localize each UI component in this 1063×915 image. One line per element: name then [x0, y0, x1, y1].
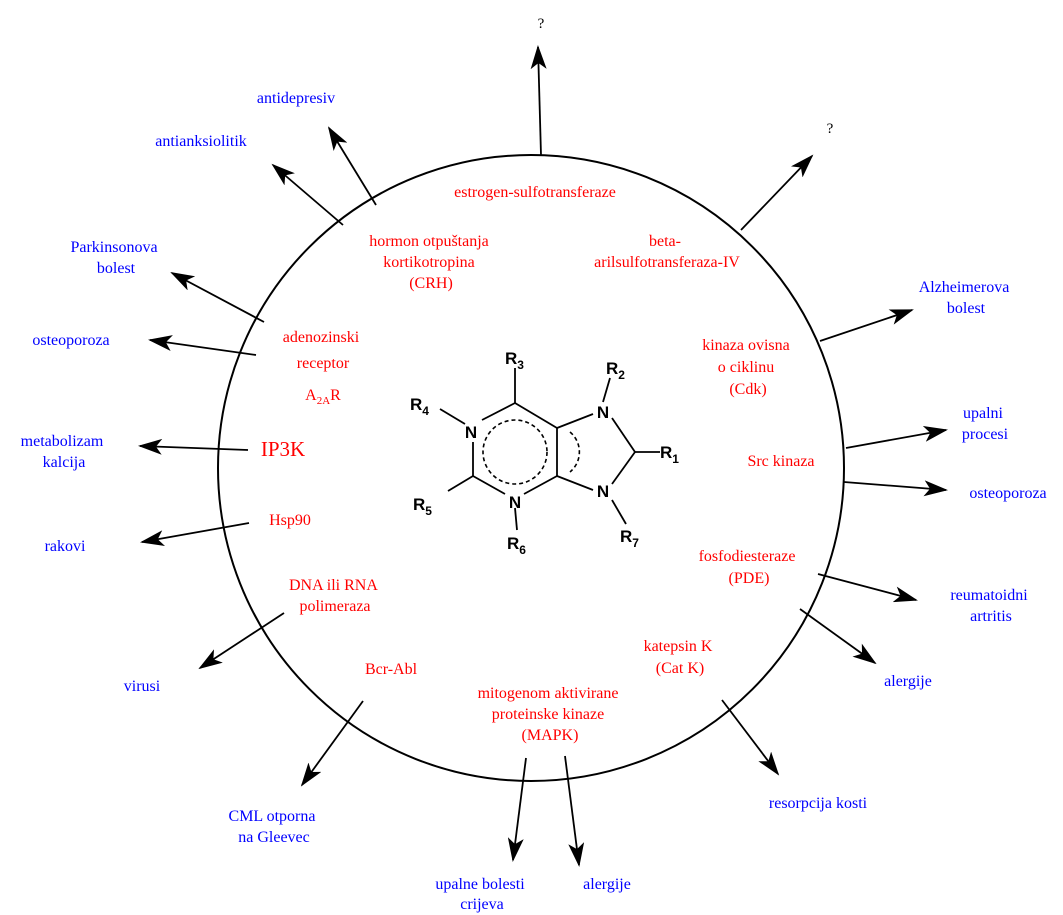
central-circle [217, 154, 845, 782]
target-beta-arylsulfotransferase: beta- arilsulfotransferaza-IV [594, 233, 740, 271]
target-ip3k: IP3K [261, 437, 305, 461]
arrow-anxiolytic [271, 163, 344, 226]
substituent-r5: R5 [413, 495, 432, 518]
target-crh: hormon otpuštanja kortikotropina (CRH) [369, 233, 493, 292]
bond-c3a-c7a [514, 402, 558, 429]
target-bcr-abl: Bcr-Abl [365, 661, 418, 678]
arrow-top [530, 45, 547, 156]
bond-r6 [514, 507, 518, 531]
arrow-bone-resorption [721, 699, 780, 776]
bond-r2 [602, 377, 611, 403]
effect-allergies-right: alergije [884, 673, 932, 690]
target-polymerase: DNA ili RNA polimeraza [289, 577, 381, 615]
target-mapk: mitogenom aktivirane proteinske kinaze (… [478, 685, 623, 744]
effect-alzheimer: Alzheimerova bolest [919, 279, 1014, 317]
effect-parkinson: Parkinsonova bolest [70, 239, 161, 277]
effect-viruses: virusi [124, 678, 161, 695]
target-estrogen-sulfotransferase: estrogen-sulfotransferaze [454, 184, 616, 201]
effect-calcium-metabolism: metabolizam kalcija [21, 433, 108, 471]
bond-c3b-n6 [523, 475, 558, 495]
substituent-r6: R6 [507, 534, 526, 557]
arrow-parkinson [170, 272, 265, 323]
bond-n2-c1 [611, 417, 636, 453]
unknown-top-right-label: ? [827, 121, 834, 137]
effect-allergies-bottom: alergije [583, 876, 631, 893]
arrow-ra [817, 573, 918, 603]
effect-cml: CML otporna na Gleevec [229, 808, 320, 846]
target-adenosine-receptor: adenozinski receptor [283, 329, 363, 372]
target-cdk: kinaza ovisna o ciklinu (Cdk) [702, 337, 794, 398]
substituent-r3: R3 [505, 349, 524, 372]
aromatic-ring-5 [569, 431, 581, 473]
effect-inflammation: upalni procesi [962, 405, 1009, 443]
effect-osteoporosis-left: osteoporoza [32, 332, 109, 349]
bond-r7 [611, 499, 627, 525]
target-pde: fosfodiesteraze (PDE) [699, 548, 800, 587]
substituent-r4: R4 [410, 395, 429, 418]
arrows [138, 45, 948, 867]
bond-r4 [439, 408, 466, 425]
purine-structure: N N N N R1 R2 R3 R4 R5 R6 R7 [410, 349, 679, 557]
atom-n-ring5-top: N [597, 403, 609, 422]
effect-cancers: rakovi [45, 538, 86, 555]
arrow-osteoporosis-left [148, 335, 257, 356]
bond-n7-c3b [556, 475, 594, 491]
atom-n-ring6-left: N [465, 423, 477, 442]
target-hsp90: Hsp90 [269, 512, 311, 529]
arrow-viruses [198, 612, 285, 670]
arrow-cml [300, 700, 364, 787]
effect-bone-resorption: resorpcija kosti [769, 795, 868, 812]
atom-n-ring5-bottom: N [597, 482, 609, 501]
bond-c7a-n2 [556, 413, 594, 429]
bond-r5 [447, 475, 474, 492]
target-src-kinase: Src kinaza [747, 453, 814, 470]
effect-osteoporosis-right: osteoporoza [969, 485, 1046, 502]
bond-c1-n7 [611, 451, 636, 485]
effect-ibd: upalne bolesti crijeva [435, 876, 528, 913]
arrow-inflammation [845, 426, 948, 449]
arrow-ibd [507, 757, 527, 862]
effect-antidepressant: antidepresiv [257, 90, 335, 107]
bond-n4-c3a [481, 402, 516, 421]
target-cathepsin-k: katepsin K (Cat K) [644, 638, 717, 677]
substituent-r7: R7 [620, 527, 639, 550]
arrow-cancers [140, 522, 250, 547]
arrow-allergies-bottom [564, 755, 585, 867]
aromatic-ring-6 [482, 419, 548, 485]
effect-rheumatoid-arthritis: reumatoidni artritis [950, 587, 1031, 625]
arrow-calcium [138, 438, 249, 455]
effect-anxiolytic: antianksiolitik [155, 133, 247, 150]
atom-n-ring6-bottom: N [509, 493, 521, 512]
unknown-top-label: ? [538, 16, 545, 32]
arrow-allergies-right [799, 608, 877, 665]
arrow-antidepressant [327, 126, 377, 206]
arrow-alzheimer [819, 309, 914, 342]
arrow-osteoporosis-right [843, 480, 948, 497]
target-a2ar: A2AR [305, 387, 341, 407]
bond-n6-c5 [472, 475, 506, 495]
substituent-r2: R2 [606, 359, 625, 382]
substituent-r1: R1 [660, 443, 679, 466]
arrow-top-right [740, 154, 814, 231]
